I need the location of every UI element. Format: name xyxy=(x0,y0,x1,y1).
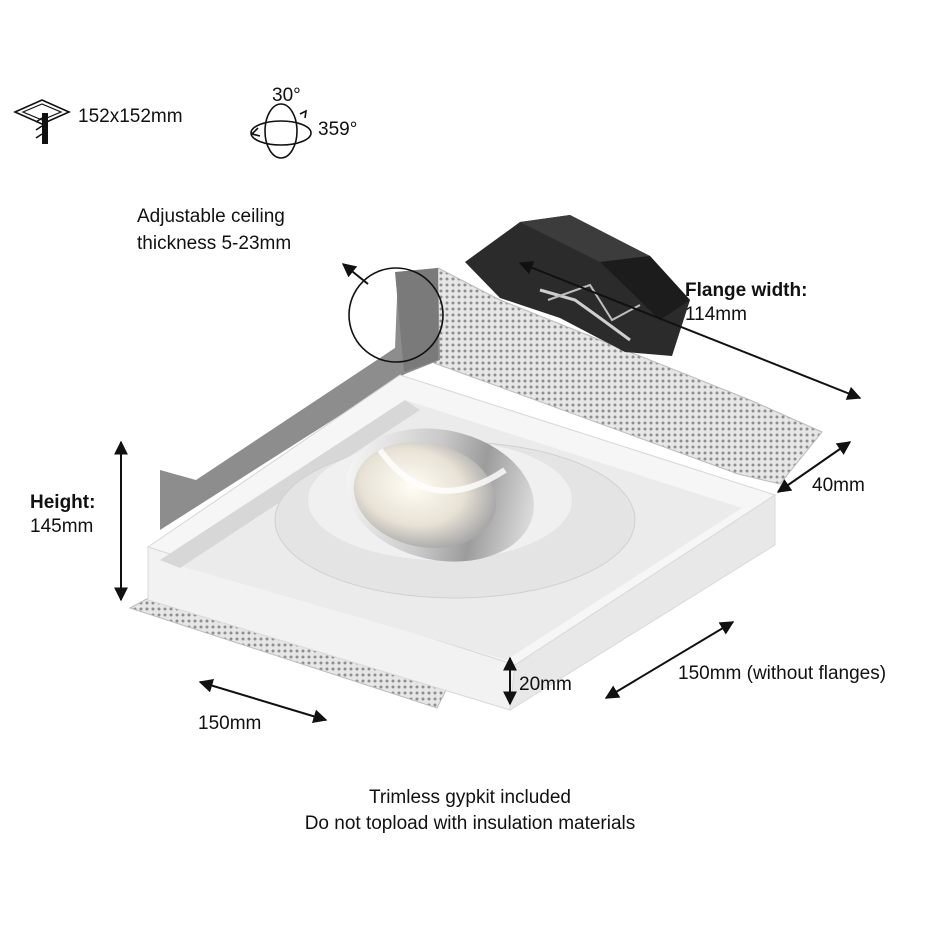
housing-side-wall xyxy=(160,268,440,530)
bezel-height-label: 20mm xyxy=(519,674,572,695)
tilt-rotate-icon xyxy=(250,103,312,159)
ceiling-label-line2: thickness 5-23mm xyxy=(137,233,292,254)
ceiling-pointer-arrow xyxy=(341,263,369,285)
tilt-angle-label: 30° xyxy=(272,85,301,106)
rotate-angle-label: 359° xyxy=(318,119,358,140)
footer-line2: Do not topload with insulation materials xyxy=(304,813,636,834)
width-label: 150mm xyxy=(198,713,262,734)
flange-depth-arrow xyxy=(776,441,852,493)
width-arrow xyxy=(198,678,328,724)
height-value: 145mm xyxy=(30,516,94,537)
footer-line1: Trimless gypkit included xyxy=(368,787,572,808)
length-label: 150mm (without flanges) xyxy=(678,663,887,684)
cutout-size-label: 152x152mm xyxy=(78,106,183,127)
flange-depth-label: 40mm xyxy=(812,475,865,496)
flange-width-arrow xyxy=(518,261,862,400)
height-title: Height: xyxy=(30,492,96,513)
flange-width-title: Flange width: xyxy=(685,280,808,301)
flange-width-value: 114mm xyxy=(685,304,747,325)
ceiling-cutout-icon xyxy=(13,99,71,144)
ceiling-thickness-highlight xyxy=(348,267,444,363)
length-arrow xyxy=(604,621,735,699)
ceiling-label-line1: Adjustable ceiling xyxy=(137,206,285,227)
